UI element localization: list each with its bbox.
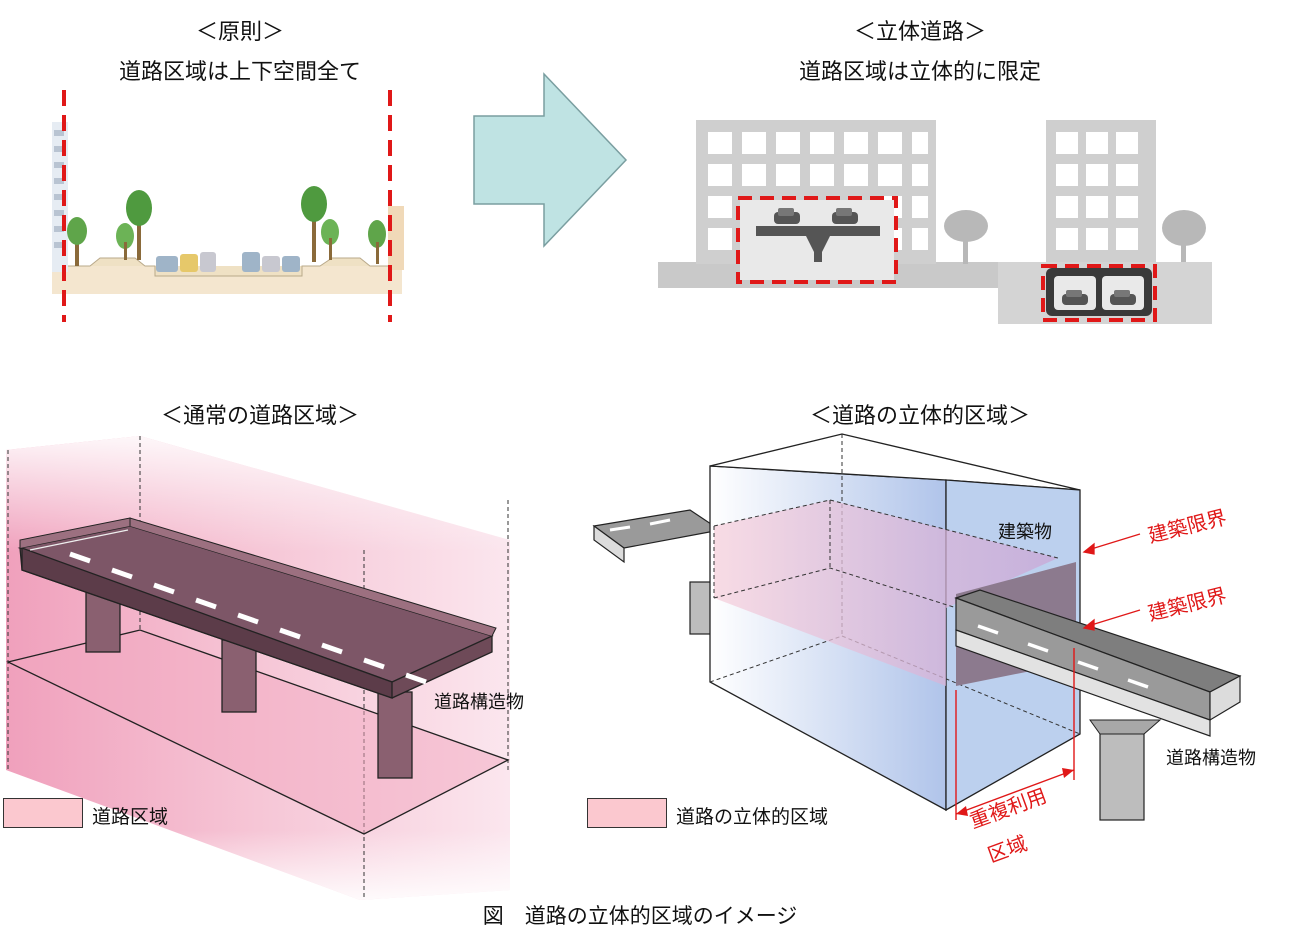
3d-road-subtitle: 道路区域は立体的に限定 (798, 60, 1041, 85)
principle-title: ＜原則＞ (195, 20, 284, 45)
3d-road-zone-legend-label: 道路の立体的区域 (676, 806, 829, 828)
principle-subtitle: 道路区域は上下空間全て (118, 60, 361, 85)
normal-road-zone-title: ＜通常の道路区域＞ (160, 404, 359, 429)
principle-road-cross-section (52, 90, 404, 322)
tree-icon (1162, 210, 1206, 262)
car-icon (156, 252, 300, 272)
3d-road-structure-label: 道路構造物 (1166, 748, 1256, 769)
normal-road-structure-label: 道路構造物 (434, 692, 524, 713)
3d-road-zone-title: ＜道路の立体的区域＞ (809, 404, 1030, 429)
normal-road-zone-illustration (6, 436, 510, 900)
road-zone-legend-swatch (3, 798, 83, 828)
3d-road-illustration (658, 120, 1212, 324)
road-zone-legend-label: 道路区域 (92, 806, 169, 828)
building-label: 建築物 (998, 522, 1052, 543)
3d-road-zone-illustration (592, 433, 1242, 821)
tree-icon (944, 210, 988, 264)
car-icon (1062, 290, 1136, 305)
figure-caption: 図 道路の立体的区域のイメージ (482, 904, 798, 928)
3d-road-title: ＜立体道路＞ (853, 20, 986, 45)
tree-icon (67, 186, 386, 266)
3d-road-zone-legend-swatch (587, 798, 667, 828)
car-icon (774, 208, 858, 224)
transition-arrow-icon (473, 72, 628, 248)
